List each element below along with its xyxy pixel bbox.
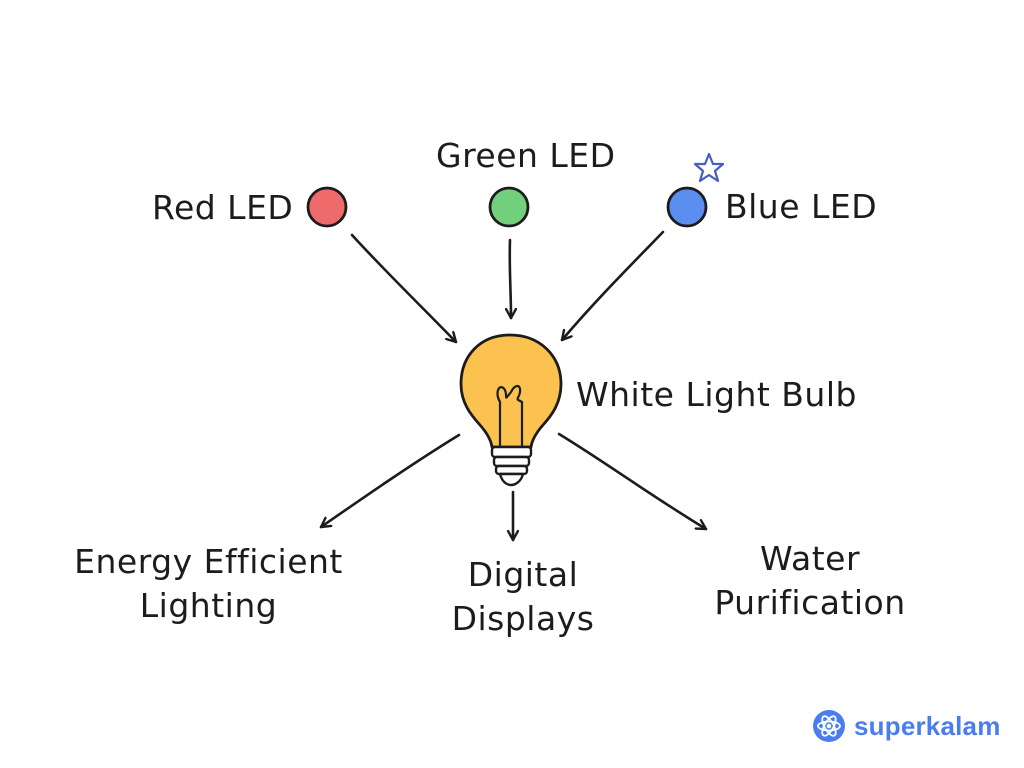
light-bulb-icon bbox=[459, 333, 563, 487]
superkalam-brand-text: superkalam bbox=[854, 710, 1001, 741]
star-icon bbox=[693, 152, 725, 183]
digital-line-2: Displays bbox=[451, 599, 595, 638]
red-led-dot bbox=[306, 186, 348, 228]
arrow-blue-to-bulb bbox=[560, 230, 665, 342]
green-led-label: Green LED bbox=[436, 136, 616, 175]
digital-displays-label: Digital Displays bbox=[443, 553, 603, 641]
blue-led-dot bbox=[666, 186, 708, 228]
superkalam-logo: superkalam bbox=[812, 708, 1001, 744]
arrow-green-to-bulb bbox=[510, 238, 511, 320]
white-light-bulb-label: White Light Bulb bbox=[576, 375, 857, 414]
water-purification-label: Water Purification bbox=[705, 537, 915, 625]
energy-efficient-lighting-label: Energy Efficient Lighting bbox=[66, 540, 351, 628]
arrow-bulb-to-water bbox=[557, 432, 708, 531]
digital-line-1: Digital bbox=[467, 555, 579, 594]
arrow-red-to-bulb bbox=[350, 233, 458, 344]
blue-led-label: Blue LED bbox=[725, 187, 878, 226]
energy-line-2: Lighting bbox=[139, 586, 278, 625]
water-line-1: Water bbox=[759, 539, 861, 578]
green-led-dot bbox=[488, 186, 530, 228]
arrow-bulb-to-energy bbox=[319, 433, 461, 529]
energy-line-1: Energy Efficient bbox=[74, 542, 343, 581]
water-line-2: Purification bbox=[714, 583, 906, 622]
superkalam-logo-icon bbox=[813, 710, 845, 742]
red-led-label: Red LED bbox=[152, 188, 294, 227]
